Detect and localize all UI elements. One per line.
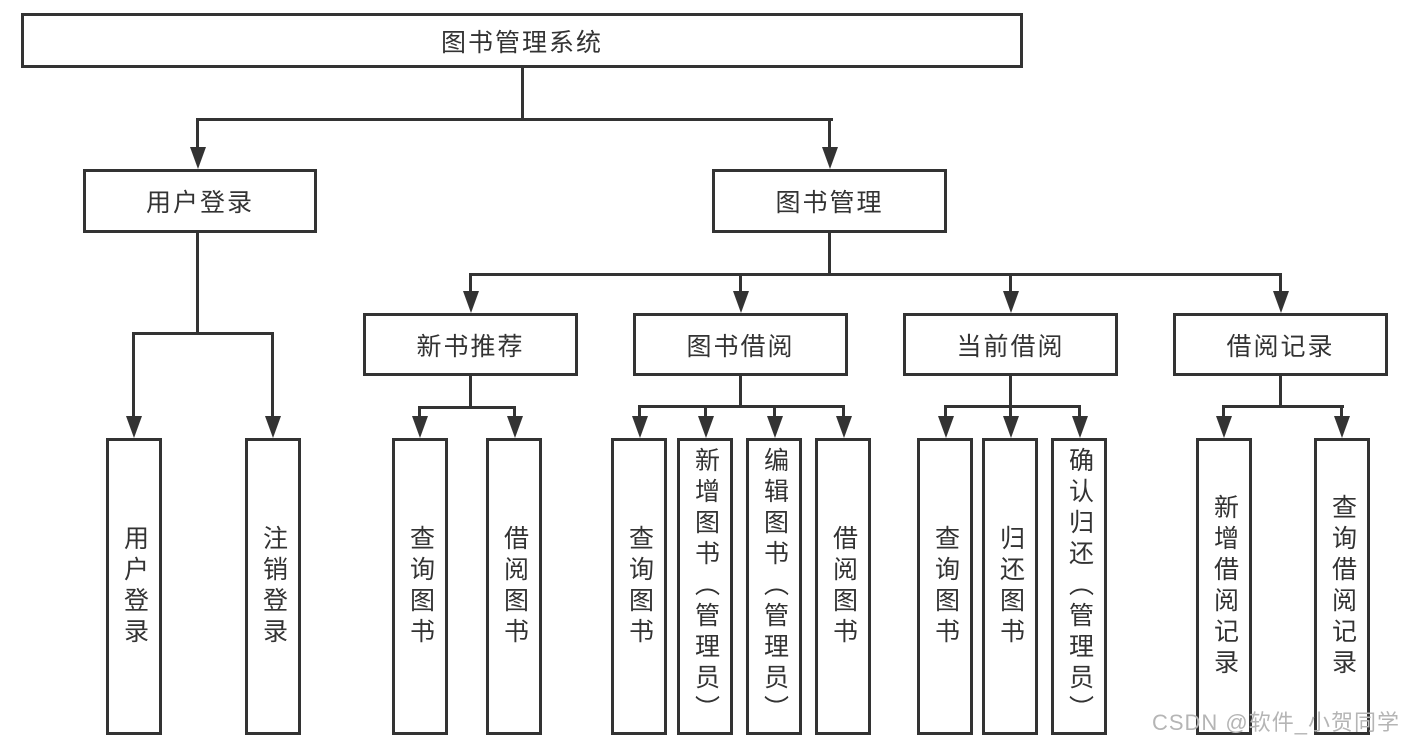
leaf-nbr-query-books: 查询图书 (392, 438, 448, 735)
node-current-borrow: 当前借阅 (903, 313, 1118, 376)
connector-line (638, 405, 845, 408)
connector-line (469, 273, 472, 295)
node-label: 图书管理系统 (440, 28, 603, 57)
leaf-logout: 注销登录 (245, 438, 301, 735)
connector-line (132, 332, 274, 335)
leaf-bb-borrow-books: 借阅图书 (815, 438, 871, 735)
connector-line (469, 376, 472, 409)
node-label: 图书借阅 (686, 332, 795, 361)
arrow-down-icon (507, 416, 523, 438)
connector-line (521, 68, 524, 120)
node-label: 注销登录 (259, 524, 288, 649)
connector-line (1279, 273, 1282, 295)
connector-line (704, 405, 707, 418)
node-book-borrow: 图书借阅 (633, 313, 848, 376)
node-label: 新增借阅记录 (1210, 493, 1239, 680)
connector-line (739, 273, 742, 295)
leaf-user-login: 用户登录 (106, 438, 162, 735)
arrow-down-icon (1216, 416, 1232, 438)
connector-line (828, 233, 831, 276)
leaf-query-borrow-record: 查询借阅记录 (1314, 438, 1370, 735)
arrow-down-icon (412, 416, 428, 438)
csdn-watermark: CSDN @软件_小贺同学 (1151, 710, 1400, 735)
arrow-down-icon (1072, 416, 1088, 438)
arrow-down-icon (463, 291, 479, 313)
node-label: 新书推荐 (416, 332, 525, 361)
arrow-down-icon (836, 416, 852, 438)
connector-line (1078, 405, 1081, 418)
connector-line (132, 332, 135, 420)
connector-line (418, 406, 516, 409)
connector-line (1009, 273, 1012, 295)
connector-line (944, 405, 1081, 408)
arrow-down-icon (1003, 416, 1019, 438)
arrow-down-icon (767, 416, 783, 438)
node-label: 借阅图书 (829, 524, 858, 649)
node-label: 借阅记录 (1226, 332, 1335, 361)
node-borrow-records: 借阅记录 (1173, 313, 1388, 376)
leaf-return-book: 归还图书 (982, 438, 1038, 735)
connector-line (638, 405, 641, 418)
arrow-down-icon (632, 416, 648, 438)
connector-line (196, 233, 199, 335)
leaf-confirm-return-admin: 确认归还（管理员） (1051, 438, 1107, 735)
connector-line (944, 405, 947, 418)
leaf-bb-query-books: 查询图书 (611, 438, 667, 735)
node-label: 归还图书 (996, 524, 1025, 649)
connector-line (196, 118, 199, 150)
connector-line (773, 405, 776, 418)
arrow-down-icon (938, 416, 954, 438)
connector-line (271, 332, 274, 420)
node-label: 编辑图书（管理员） (760, 447, 789, 726)
connector-line (196, 118, 833, 121)
node-label: 查询图书 (931, 524, 960, 649)
node-user-login: 用户登录 (83, 169, 317, 233)
arrow-down-icon (126, 416, 142, 438)
connector-line (1222, 405, 1344, 408)
connector-line (1222, 405, 1225, 418)
leaf-cb-query-books: 查询图书 (917, 438, 973, 735)
connector-line (513, 406, 516, 419)
arrow-down-icon (698, 416, 714, 438)
arrow-down-icon (1273, 291, 1289, 313)
node-label: 用户登录 (120, 524, 149, 649)
connector-line (842, 405, 845, 418)
arrow-down-icon (265, 416, 281, 438)
connector-line (469, 273, 1282, 276)
arrow-down-icon (190, 147, 206, 169)
connector-line (1009, 405, 1012, 418)
node-label: 借阅图书 (500, 524, 529, 649)
connector-line (1009, 376, 1012, 408)
connector-line (739, 376, 742, 408)
node-root-system: 图书管理系统 (21, 13, 1023, 68)
node-label: 当前借阅 (956, 332, 1065, 361)
leaf-edit-book-admin: 编辑图书（管理员） (746, 438, 802, 735)
node-label: 新增图书（管理员） (691, 447, 720, 726)
arrow-down-icon (733, 291, 749, 313)
leaf-add-book-admin: 新增图书（管理员） (677, 438, 733, 735)
node-label: 确认归还（管理员） (1065, 447, 1094, 726)
leaf-add-borrow-record: 新增借阅记录 (1196, 438, 1252, 735)
node-label: 图书管理 (775, 189, 884, 217)
node-book-management: 图书管理 (712, 169, 947, 233)
node-label: 查询图书 (625, 524, 654, 649)
node-label: 查询借阅记录 (1328, 493, 1357, 680)
arrow-down-icon (822, 147, 838, 169)
node-label: 查询图书 (406, 524, 435, 649)
leaf-nbr-borrow-books: 借阅图书 (486, 438, 542, 735)
arrow-down-icon (1334, 416, 1350, 438)
connector-line (1340, 405, 1343, 418)
connector-line (828, 118, 831, 150)
connector-line (418, 406, 421, 419)
connector-line (1279, 376, 1282, 408)
arrow-down-icon (1003, 291, 1019, 313)
node-new-book-recommend: 新书推荐 (363, 313, 578, 376)
node-label: 用户登录 (145, 189, 254, 217)
